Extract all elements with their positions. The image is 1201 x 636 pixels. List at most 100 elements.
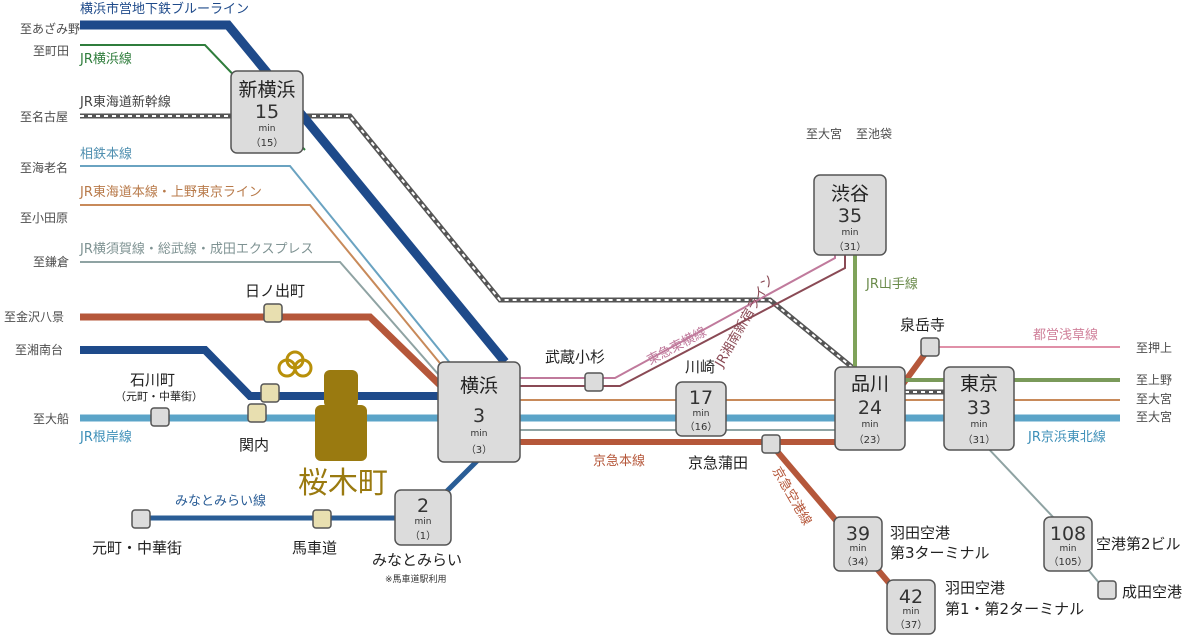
label-minatomirai: みなとみらい線 bbox=[175, 493, 266, 509]
station-minatomirai: みなとみらい bbox=[372, 551, 462, 569]
label-keikyu-airport: 京急空港線 bbox=[769, 464, 815, 528]
box-shinyokohama[interactable]: 新横浜 15 min （15） bbox=[230, 70, 304, 154]
dest-ikebukuro: 至池袋 bbox=[856, 127, 892, 141]
box-haneda-t3[interactable]: 39 min （34） bbox=[833, 516, 883, 572]
box-shinagawa-name: 品川 bbox=[851, 373, 889, 395]
box-yokohama[interactable]: 横浜 3 min （3） bbox=[437, 361, 521, 463]
dest-ofuna: 至大船 bbox=[33, 412, 69, 426]
label-jr-tokaido: JR東海道本線・上野東京ライン bbox=[79, 184, 262, 200]
jr-yokosuka-line bbox=[80, 261, 453, 391]
sakuragicho-station-icon[interactable] bbox=[315, 370, 367, 461]
jr-tokaido-line bbox=[80, 204, 463, 391]
label-jr-yokosuka: JR横須賀線・総武線・成田エクスプレス bbox=[79, 241, 313, 257]
station-musashikosugi: 武蔵小杉 bbox=[545, 348, 605, 366]
station-kannai: 関内 bbox=[239, 436, 269, 454]
box-kawasaki-unit: min bbox=[693, 409, 710, 419]
box-yokohama-unit: min bbox=[471, 429, 488, 439]
station-marker-musashikosugi[interactable] bbox=[584, 372, 604, 392]
box-shinagawa-unit: min bbox=[862, 420, 879, 430]
box-shinyokohama-paren: （15） bbox=[251, 137, 284, 149]
dest-odawara: 至小田原 bbox=[20, 211, 68, 225]
label-blue-line: 横浜市営地下鉄ブルーライン bbox=[80, 1, 249, 17]
box-shibuya[interactable]: 渋谷 35 min （31） bbox=[813, 174, 887, 256]
box-kawasaki[interactable]: 17 min （16） bbox=[675, 381, 727, 437]
station-marker-hinodecho[interactable] bbox=[263, 303, 283, 323]
box-tokyo-min: 33 bbox=[967, 397, 991, 419]
box-yokohama-paren: （3） bbox=[466, 444, 492, 456]
station-bashamichi: 馬車道 bbox=[292, 539, 337, 557]
station-ishikawacho-sub: （元町・中華街） bbox=[115, 389, 203, 403]
station-airport-t2: 空港第2ビル bbox=[1096, 535, 1181, 553]
label-shonan-shinjuku: JR湘南新宿ライン bbox=[711, 272, 777, 371]
label-jr-shinkansen: JR東海道新幹線 bbox=[79, 94, 171, 110]
station-marker-ishikawacho[interactable] bbox=[150, 407, 170, 427]
station-marker-sengakuji[interactable] bbox=[920, 337, 940, 357]
dest-omiya-1: 至大宮 bbox=[1136, 391, 1172, 406]
box-shibuya-min: 35 bbox=[838, 205, 862, 227]
station-sakuragicho: 桜木町 bbox=[298, 466, 388, 501]
station-sengakuji: 泉岳寺 bbox=[900, 316, 945, 334]
station-marker-bashamichi[interactable] bbox=[312, 509, 332, 529]
box-shibuya-paren: （31） bbox=[834, 241, 867, 253]
station-marker-kannai[interactable] bbox=[247, 403, 267, 423]
label-yamanote: JR山手線 bbox=[865, 276, 918, 292]
station-marker-narita[interactable] bbox=[1097, 580, 1117, 600]
station-haneda-t3-line2: 第3ターミナル bbox=[890, 544, 990, 562]
box-kawasaki-min: 17 bbox=[689, 387, 713, 409]
station-marker-ishikawacho-upper[interactable] bbox=[260, 383, 280, 403]
box-minatomirai-min: 2 bbox=[417, 495, 429, 517]
box-tokyo-name: 東京 bbox=[960, 373, 998, 395]
dest-kamakura: 至鎌倉 bbox=[33, 254, 69, 269]
dest-azamino: 至あざみ野 bbox=[20, 21, 80, 36]
box-haneda-t12-min: 42 bbox=[899, 586, 923, 608]
box-tokyo[interactable]: 東京 33 min （31） bbox=[943, 366, 1015, 451]
sakuragicho-logo-icon bbox=[277, 350, 313, 378]
dest-omiya-2: 至大宮 bbox=[1136, 409, 1172, 424]
keikyu-line-west bbox=[80, 313, 443, 388]
label-asakusa: 都営浅草線 bbox=[1033, 327, 1098, 343]
station-hinodecho: 日ノ出町 bbox=[245, 282, 305, 300]
box-yokohama-min: 3 bbox=[473, 405, 485, 427]
box-yokohama-name: 横浜 bbox=[460, 375, 498, 397]
station-ishikawacho: 石川町 bbox=[130, 371, 175, 389]
station-haneda-t12-line1: 羽田空港 bbox=[945, 579, 1005, 597]
station-kawasaki: 川崎 bbox=[685, 358, 715, 376]
station-narita: 成田空港 bbox=[1122, 583, 1182, 601]
dest-oshiage: 至押上 bbox=[1136, 341, 1172, 355]
label-jr-negishi: JR根岸線 bbox=[79, 429, 132, 445]
box-haneda-t12-unit: min bbox=[903, 607, 920, 617]
station-haneda-t12-line2: 第1・第2ターミナル bbox=[945, 600, 1084, 618]
box-shinyokohama-unit: min bbox=[259, 124, 276, 134]
box-shinyokohama-name: 新横浜 bbox=[238, 79, 295, 101]
box-shibuya-name: 渋谷 bbox=[831, 183, 869, 205]
box-tokyo-unit: min bbox=[971, 420, 988, 430]
station-minatomirai-note: ※馬車道駅利用 bbox=[385, 573, 447, 585]
box-minatomirai-paren: （1） bbox=[410, 530, 436, 542]
box-shibuya-unit: min bbox=[842, 228, 859, 238]
box-airport-t2[interactable]: 108 min （105） bbox=[1043, 516, 1093, 572]
label-sotetsu: 相鉄本線 bbox=[80, 146, 132, 162]
box-haneda-t3-unit: min bbox=[850, 544, 867, 554]
box-shinagawa[interactable]: 品川 24 min （23） bbox=[834, 366, 906, 451]
dest-machida: 至町田 bbox=[33, 44, 69, 58]
box-shinagawa-min: 24 bbox=[858, 397, 882, 419]
dest-nagoya: 至名古屋 bbox=[20, 109, 68, 124]
box-tokyo-paren: （31） bbox=[963, 434, 996, 446]
sotetsu-line bbox=[80, 165, 473, 391]
station-haneda-t3-line1: 羽田空港 bbox=[890, 524, 950, 542]
box-minatomirai[interactable]: 2 min （1） bbox=[394, 489, 452, 546]
station-marker-motomachi[interactable] bbox=[131, 509, 151, 529]
box-haneda-t3-min: 39 bbox=[846, 523, 870, 545]
box-kawasaki-paren: （16） bbox=[685, 421, 718, 433]
box-haneda-t12[interactable]: 42 min （37） bbox=[886, 579, 936, 635]
dest-ueno: 至上野 bbox=[1136, 373, 1172, 387]
box-airport-t2-paren: （105） bbox=[1048, 556, 1087, 568]
box-haneda-t12-paren: （37） bbox=[895, 619, 928, 631]
dest-kanazawa-hakkei: 至金沢八景 bbox=[4, 309, 64, 324]
station-keikyu-kamata: 京急蒲田 bbox=[688, 454, 748, 472]
dest-omiya-top: 至大宮 bbox=[806, 126, 842, 141]
station-marker-keikyu-kamata[interactable] bbox=[761, 434, 781, 454]
box-airport-t2-unit: min bbox=[1060, 544, 1077, 554]
box-minatomirai-unit: min bbox=[415, 517, 432, 527]
